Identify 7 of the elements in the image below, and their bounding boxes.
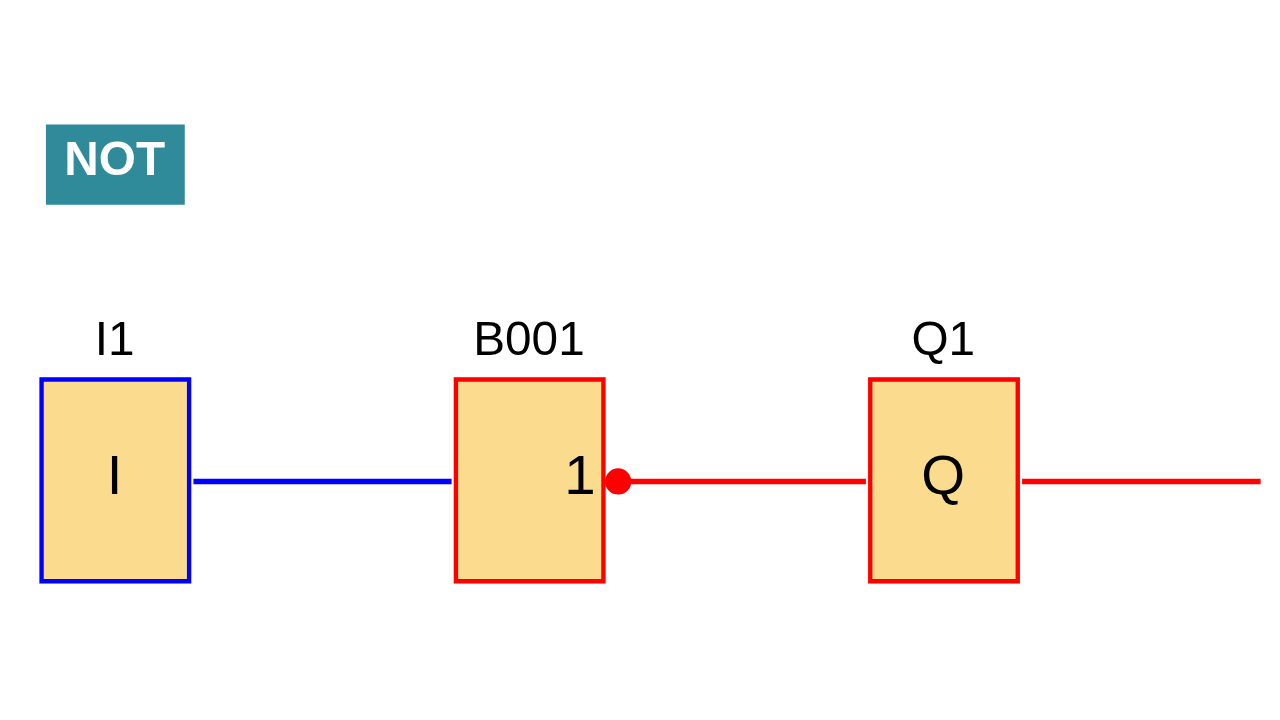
connector <box>1022 478 1261 484</box>
node-label: I1 <box>94 311 135 365</box>
label: NOT <box>64 131 166 185</box>
node-label: Q1 <box>911 311 976 365</box>
connector <box>605 467 866 495</box>
connector <box>193 478 452 484</box>
node-label: B001 <box>473 311 585 365</box>
